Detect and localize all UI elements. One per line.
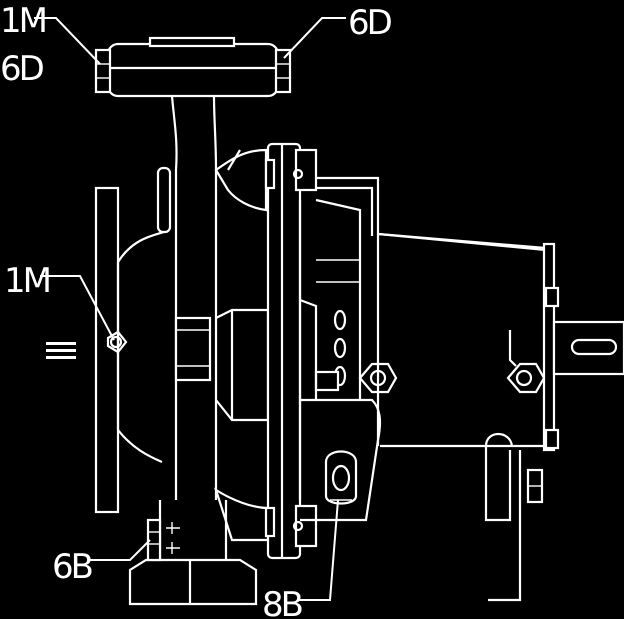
- hex-bolt-icon: [146, 518, 180, 562]
- leader-lines: [34, 17, 346, 601]
- discharge-neck: [170, 95, 218, 500]
- bearing-frame: [376, 232, 560, 452]
- callout-8b: 8B: [262, 585, 302, 619]
- frame-foot-support: [484, 432, 544, 602]
- drain-plug-icon: [106, 330, 128, 354]
- callout-6b: 6B: [52, 547, 92, 587]
- drain-plug-icon: [324, 450, 358, 505]
- suction-flange: [94, 166, 212, 514]
- lifting-eye-icon: [358, 330, 546, 394]
- shaft-center-mark: [46, 342, 76, 359]
- callout-1m-top: 1M: [0, 1, 46, 41]
- bearing-adapter: [298, 176, 548, 522]
- drive-shaft: [552, 320, 624, 376]
- casing-cover-flange: [264, 142, 318, 560]
- callout-6d-left: 6D: [0, 49, 44, 89]
- callout-6d-right: 6D: [348, 3, 392, 43]
- casing-volute: [214, 148, 270, 542]
- callout-1m-mid: 1M: [4, 261, 50, 301]
- discharge-flange: [94, 36, 292, 98]
